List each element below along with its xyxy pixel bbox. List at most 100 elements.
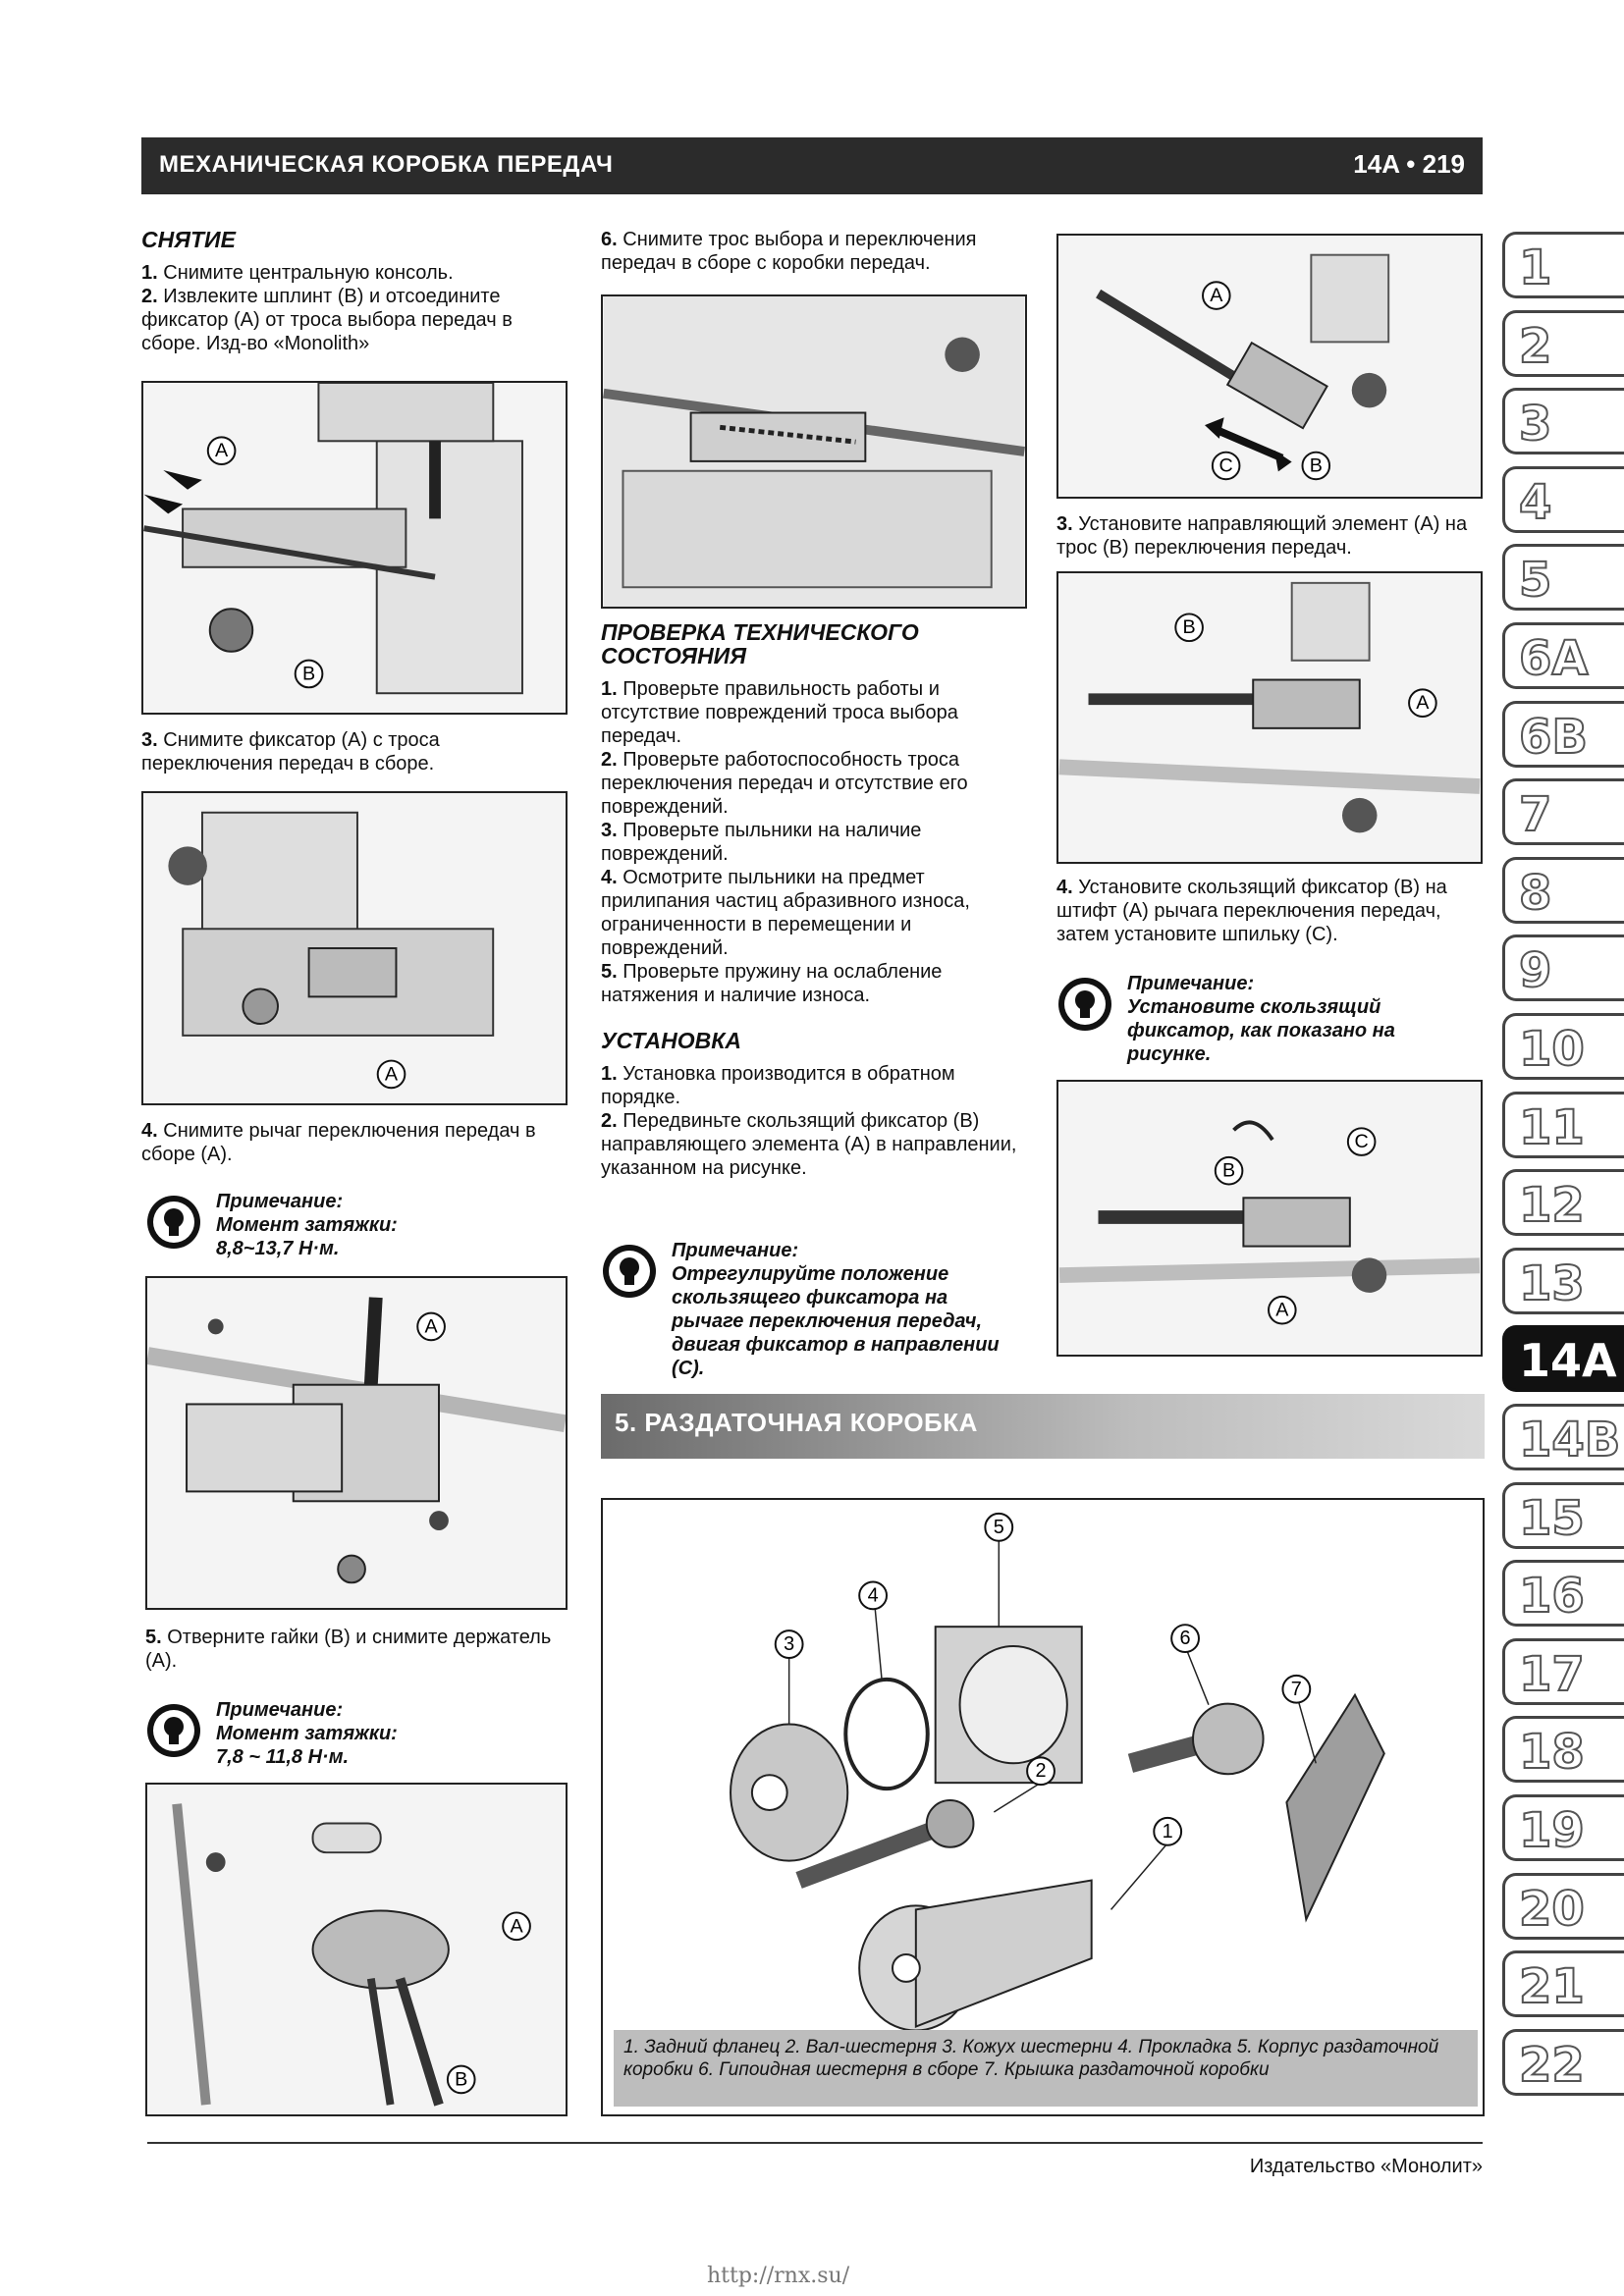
column-2-step6: 6. Снимите трос выбора и переключения пе… <box>601 229 977 274</box>
chapter-tab-14a[interactable]: 14A <box>1502 1325 1624 1393</box>
publisher-footer: Издательство «Монолит» <box>1249 2156 1483 2177</box>
check-text: Проверьте пыльники на наличие повреждени… <box>601 820 922 865</box>
check-text: Проверьте пружину на ослабление натяжени… <box>601 961 943 1006</box>
chapter-tab-4[interactable]: 4 <box>1502 465 1624 533</box>
chapter-tab-label: 16 <box>1518 1568 1586 1625</box>
chapter-tab-label: 15 <box>1518 1490 1586 1547</box>
chapter-tab-13[interactable]: 13 <box>1502 1247 1624 1314</box>
svg-text:A: A <box>1416 692 1430 714</box>
chapter-tab-2[interactable]: 2 <box>1502 309 1624 377</box>
heading-removal: СНЯТИЕ <box>141 227 236 252</box>
chapter-tab-11[interactable]: 11 <box>1502 1091 1624 1158</box>
section-5-header: 5. РАЗДАТОЧНАЯ КОРОБКА <box>601 1394 1485 1459</box>
step-text: Снимите центральную консоль. <box>163 262 454 284</box>
chapter-tab-label: 13 <box>1518 1255 1586 1312</box>
figure-guide-on-cable: B A <box>1056 571 1483 864</box>
chapter-tab-label: 19 <box>1518 1802 1586 1859</box>
chapter-tab-1[interactable]: 1 <box>1502 232 1624 298</box>
chapter-tab-22[interactable]: 22 <box>1502 2028 1624 2096</box>
step-text: Снимите трос выбора и переключения перед… <box>601 229 977 274</box>
svg-text:7: 7 <box>1291 1679 1302 1700</box>
chapter-tab-label: 2 <box>1518 318 1552 375</box>
chapter-tab-7[interactable]: 7 <box>1502 778 1624 846</box>
chapter-tab-8[interactable]: 8 <box>1502 856 1624 924</box>
install-text: Передвиньте скользящий фиксатор (B) напр… <box>601 1110 1017 1179</box>
chapter-tab-label: 1 <box>1518 240 1552 296</box>
note-adjust-retainer: Примечание: Отрегулируйте положение скол… <box>601 1239 1027 1379</box>
svg-text:A: A <box>215 440 229 461</box>
lightbulb-icon <box>147 1704 200 1757</box>
chapter-tab-21[interactable]: 21 <box>1502 1950 1624 2018</box>
heading-installation: УСТАНОВКА <box>601 1028 741 1053</box>
chapter-tab-17[interactable]: 17 <box>1502 1637 1624 1705</box>
chapter-tab-20[interactable]: 20 <box>1502 1872 1624 1940</box>
chapter-tab-label: 9 <box>1518 942 1552 999</box>
chapter-tab-5[interactable]: 5 <box>1502 544 1624 612</box>
svg-text:A: A <box>1210 285 1223 306</box>
svg-text:1: 1 <box>1163 1821 1173 1842</box>
svg-text:C: C <box>1219 454 1233 476</box>
column-1-step4: 4. Снимите рычаг переключения передач в … <box>141 1120 536 1165</box>
chapter-tab-6b[interactable]: 6B <box>1502 700 1624 768</box>
chapter-tab-12[interactable]: 12 <box>1502 1169 1624 1237</box>
chapter-code: 14A <box>1353 149 1400 179</box>
column-1-top: СНЯТИЕ 1. Снимите центральную консоль. 2… <box>141 228 568 355</box>
svg-text:A: A <box>510 1915 523 1937</box>
note-install-retainer: Примечание: Установите скользящий фиксат… <box>1056 972 1483 1074</box>
figure-transfer-case-exploded: 3 4 5 6 7 2 1 <box>601 1498 1485 2116</box>
figure-shift-cable-removal: A B <box>141 381 568 715</box>
svg-text:A: A <box>385 1063 399 1085</box>
watermark-url[interactable]: http://rnx.su/ <box>707 2264 850 2288</box>
chapter-tab-label: 22 <box>1518 2037 1586 2094</box>
step-text: Отверните гайки (B) и снимите держатель … <box>145 1627 552 1672</box>
svg-text:5: 5 <box>994 1517 1004 1538</box>
chapter-tab-label: 14B <box>1518 1412 1621 1468</box>
svg-text:B: B <box>1310 454 1323 476</box>
figure-shift-lever: A <box>145 1276 568 1610</box>
chapter-tab-label: 18 <box>1518 1724 1586 1781</box>
chapter-tab-label: 17 <box>1518 1646 1586 1703</box>
figure-retainer-removal: A <box>141 791 568 1105</box>
chapter-tab-15[interactable]: 15 <box>1502 1481 1624 1549</box>
note-torque-2: Примечание: Момент затяжки: 7,8 ~ 11,8 Н… <box>145 1698 568 1777</box>
svg-text:2: 2 <box>1035 1760 1046 1782</box>
svg-text:B: B <box>455 2068 467 2090</box>
install-text: Установка производится в обратном порядк… <box>601 1063 955 1108</box>
chapter-tab-label: 6B <box>1518 709 1589 766</box>
column-1-step5: 5. Отверните гайки (B) и снимите держате… <box>145 1627 552 1672</box>
chapter-tab-label: 8 <box>1518 865 1552 922</box>
figure-holder-nuts: A B <box>145 1783 568 2116</box>
page-header: МЕХАНИЧЕСКАЯ КОРОБКА ПЕРЕДАЧ 14A • 219 <box>141 137 1483 194</box>
chapter-tab-label: 21 <box>1518 1958 1586 2015</box>
chapter-title: МЕХАНИЧЕСКАЯ КОРОБКА ПЕРЕДАЧ <box>159 151 614 178</box>
chapter-tab-label: 11 <box>1518 1099 1586 1156</box>
chapter-tab-label: 12 <box>1518 1177 1586 1234</box>
figure-caption-parts: 1. Задний фланец 2. Вал-шестерня 3. Кожу… <box>614 2030 1478 2107</box>
chapter-tab-9[interactable]: 9 <box>1502 934 1624 1002</box>
page-number: 219 <box>1422 149 1465 179</box>
step-text: Извлеките шплинт (B) и отсоедините фикса… <box>141 286 513 354</box>
figure-cable-assembly-removal <box>601 294 1027 609</box>
chapter-tab-18[interactable]: 18 <box>1502 1716 1624 1784</box>
chapter-tab-19[interactable]: 19 <box>1502 1794 1624 1861</box>
svg-text:B: B <box>1183 616 1196 638</box>
column-1-step3: 3. Снимите фиксатор (A) с троса переключ… <box>141 729 440 774</box>
step-text: Установите скользящий фиксатор (B) на шт… <box>1056 877 1447 945</box>
chapter-tab-10[interactable]: 10 <box>1502 1013 1624 1080</box>
note-torque-1: Примечание: Момент затяжки: 8,8~13,7 Н·м… <box>145 1190 568 1268</box>
check-text: Проверьте работоспособность троса перекл… <box>601 749 968 818</box>
chapter-tab-label: 10 <box>1518 1021 1586 1078</box>
chapter-tab-label: 4 <box>1518 474 1552 531</box>
chapter-tab-14b[interactable]: 14B <box>1502 1404 1624 1470</box>
column-3-step3: 3. Установите направляющий элемент (A) н… <box>1056 513 1468 559</box>
chapter-tab-16[interactable]: 16 <box>1502 1560 1624 1628</box>
chapter-tab-3[interactable]: 3 <box>1502 388 1624 455</box>
page-number-block: 14A • 219 <box>1353 149 1465 180</box>
heading-inspection: ПРОВЕРКА ТЕХНИЧЕСКОГО СОСТОЯНИЯ <box>601 619 919 668</box>
footer-divider <box>147 2142 1483 2144</box>
chapter-tab-6a[interactable]: 6A <box>1502 622 1624 689</box>
figure-retainer-on-pin: C B A <box>1056 1080 1483 1357</box>
chapter-tab-label: 5 <box>1518 552 1552 609</box>
lightbulb-icon <box>147 1196 200 1249</box>
step-text: Установите направляющий элемент (A) на т… <box>1056 513 1468 559</box>
